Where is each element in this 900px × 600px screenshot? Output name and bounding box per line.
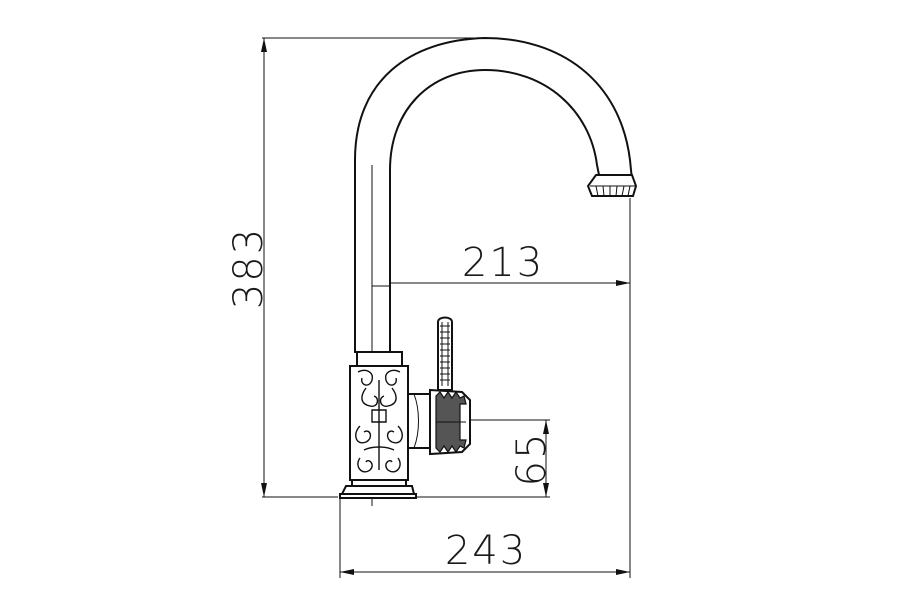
dimension-spout-reach-label: 213 [462, 240, 544, 286]
dimension-total-height-label: 383 [226, 227, 272, 309]
handle-lever [437, 316, 453, 391]
dimension-total-height: 383 [226, 37, 478, 498]
faucet-collar [356, 351, 403, 367]
dimension-total-width: 243 [339, 198, 631, 578]
faucet-base [339, 479, 417, 506]
dimension-spout-reach: 213 [375, 240, 630, 286]
ornament-icon [355, 369, 403, 473]
dimension-total-width-label: 243 [445, 528, 527, 574]
dimension-handle-height: 65 [408, 419, 555, 498]
aerator-icon [586, 174, 638, 197]
dimension-handle-height-label: 65 [509, 432, 555, 487]
faucet-outline [339, 36, 638, 506]
handle-rosette [429, 388, 471, 456]
faucet-spout [354, 36, 634, 353]
